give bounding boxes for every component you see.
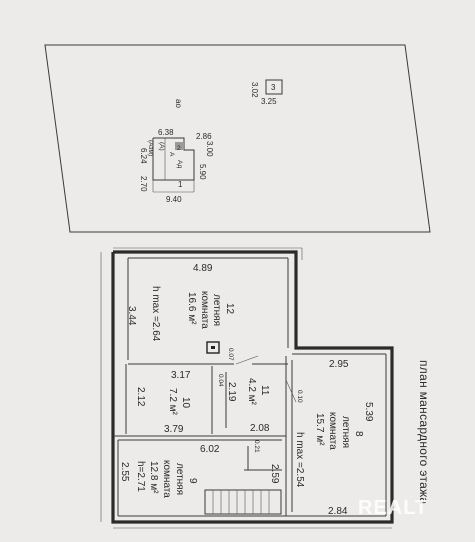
- room-9-hmax: h=2.71: [135, 461, 146, 492]
- house-side-right: 5.90: [198, 164, 207, 180]
- dim-219: 2.19: [226, 382, 237, 402]
- room-11: 11 4.2 м²: [246, 378, 270, 406]
- dim-295: 2.95: [329, 359, 349, 370]
- dim-489: 4.89: [193, 263, 213, 274]
- dim-004: 0.04: [217, 374, 224, 387]
- room-8-name-1: летняя: [340, 416, 351, 448]
- room-12-hmax: h max =2.64: [150, 286, 161, 342]
- outbuilding-dim-b: 3.25: [261, 97, 277, 106]
- plot-label: ао: [174, 99, 183, 108]
- house-hatch: [175, 142, 184, 150]
- room-8-name-2: комната: [327, 412, 338, 450]
- room-9: 9 летняя комната 12.8 м² h=2.71: [135, 460, 198, 498]
- dim-208: 2.08: [250, 423, 270, 434]
- room-8-area: 15.7 м²: [314, 413, 325, 446]
- room-8-hmax: h max =2.54: [294, 432, 305, 488]
- room-12: 12 летняя комната 16.6 м² h max =2.64: [150, 286, 235, 342]
- dim-021: 0.21: [253, 440, 260, 453]
- room-10: 10 7.2 м²: [167, 388, 191, 416]
- dim-344: 3.44: [126, 306, 137, 326]
- house-left-a: 6.24: [139, 148, 148, 164]
- watermark: REALT: [358, 497, 428, 519]
- outer-walls: [111, 250, 394, 524]
- dim-317: 3.17: [171, 370, 191, 381]
- room-9-name-2: комната: [161, 460, 172, 498]
- house-top-width: 6.38: [158, 128, 174, 137]
- dim-284: 2.84: [328, 506, 348, 517]
- attic-floor-plan: 4.89 3.44 3.17 2.12 3.79 6.02 2.95 5.39 …: [100, 247, 431, 529]
- room-12-area: 16.6 м²: [186, 292, 197, 325]
- house-bottom: 9.40: [166, 195, 182, 204]
- room-8-number: 8: [353, 431, 364, 437]
- house-side-small: 2.86: [196, 132, 212, 141]
- site-plan: ао 3 3.02 3.25 6.38 2.86 3.00 5.90 6.24 …: [44, 44, 431, 233]
- room-9-name-1: летняя: [174, 463, 185, 495]
- staircase: [204, 489, 282, 515]
- room-10-area: 7.2 м²: [167, 388, 178, 416]
- dim-255: 2.55: [119, 462, 130, 482]
- dim-007: 0.07: [227, 348, 234, 361]
- dim-602: 6.02: [200, 444, 220, 455]
- dim-259: 2.59: [269, 464, 280, 484]
- room-8: 8 летняя комната 15.7 м² h max =2.54: [294, 412, 364, 488]
- room-12-number: 12: [224, 303, 235, 315]
- dim-212: 2.12: [135, 387, 146, 407]
- house-marker-1: 1: [178, 180, 183, 189]
- dim-010: 0.10: [296, 390, 303, 403]
- chimney: [206, 341, 220, 354]
- plan-title: план мансардного этажа: [417, 360, 431, 504]
- room-10-number: 10: [180, 397, 191, 409]
- room-9-area: 12.8 м²: [148, 461, 159, 494]
- dim-379: 3.79: [164, 424, 184, 435]
- house-letter-a: (А): [158, 142, 165, 151]
- room-11-area: 4.2 м²: [246, 378, 257, 406]
- house-left-b: 2.70: [139, 176, 148, 192]
- house-side-small-b: 3.00: [205, 141, 214, 157]
- room-9-number: 9: [187, 478, 198, 484]
- plot-boundary: [44, 44, 431, 233]
- outbuilding-3: [265, 79, 283, 95]
- house-letter-c: А: [168, 152, 175, 157]
- house-letter-b: (Азм): [147, 140, 154, 156]
- dim-539: 5.39: [363, 402, 374, 422]
- room-11-number: 11: [259, 385, 270, 396]
- outbuilding-dim-a: 3.02: [250, 82, 259, 98]
- outbuilding-number: 3: [271, 83, 276, 92]
- room-12-name-2: комната: [199, 291, 210, 329]
- room-12-name-1: летняя: [211, 294, 222, 326]
- house-letter-d: Ад: [176, 160, 183, 168]
- house-marker-2: 2: [177, 145, 181, 152]
